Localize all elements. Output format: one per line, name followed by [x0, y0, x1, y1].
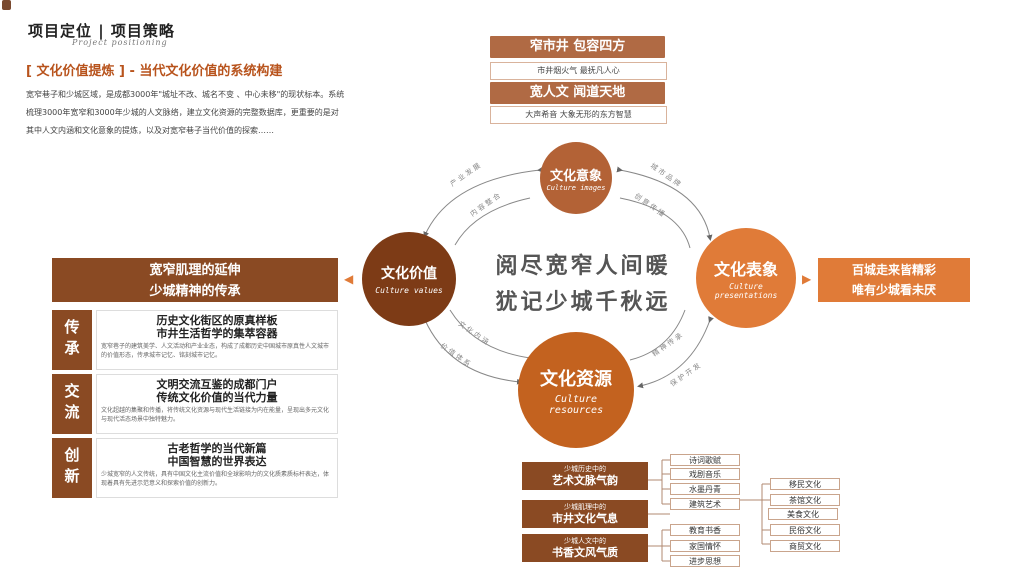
tree-branch-scholar-small: 少城人文中的 — [564, 537, 606, 545]
leaf-ink-painting: 水墨丹青 — [670, 483, 740, 495]
right-main-line2: 唯有少城看未厌 — [851, 283, 936, 297]
panel-innovation-h1: 古老哲学的当代新篇 — [167, 442, 267, 455]
panel-innovation: 古老哲学的当代新篇 中国智慧的世界表达 少城宽窄的人文传统，具有中国文化主流价值… — [96, 438, 338, 498]
arrow-right-icon: ▶ — [802, 272, 812, 286]
circle-values-en: Culture values — [375, 286, 443, 295]
tree-branch-art-small: 少城历史中的 — [564, 465, 606, 473]
leaf-poetry: 诗词歌赋 — [670, 454, 740, 466]
tree-branch-market-big: 市井文化气息 — [552, 512, 618, 525]
leaf-architecture: 建筑艺术 — [670, 498, 740, 510]
left-main-line1: 宽窄肌理的延伸 — [149, 263, 241, 278]
panel-tag-inherit: 传承 — [52, 310, 92, 370]
panel-inherit-h1: 历史文化街区的原真样板 — [156, 314, 278, 327]
panel-innovation-text: 少城宽窄的人文传统，具有中国文化主流价值和全球影响力的文化质素质标杆表达，体现着… — [101, 471, 330, 487]
corner-logo-icon — [2, 0, 11, 10]
leaf-teahouse-culture: 茶馆文化 — [770, 494, 840, 506]
center-slogan-line2: 犹记少城千秋远 — [495, 289, 671, 315]
center-slogan-line1: 阅尽宽窄人间暖 — [495, 253, 671, 279]
intro-paragraph: 宽窄巷子和少城区域，是成都3000年"城址不改、城名不变 、中心未移"的现状标本… — [26, 90, 345, 135]
panel-inherit-text: 宽窄巷子的建筑美学、人文活动和产业业态，构成了成都历史中国城市原真性人文城市的价… — [101, 343, 330, 359]
tree-branch-art-big: 艺术文脉气韵 — [552, 474, 618, 487]
panel-exchange-text: 文化超越的集聚和传播，将传统文化资源与现代生活链接为内在能量，呈现出多元文化与现… — [101, 407, 330, 423]
tree-branch-market: 少城肌理中的 市井文化气息 — [522, 500, 648, 528]
panel-innovation-h2: 中国智慧的世界表达 — [167, 455, 267, 468]
left-main-line2: 少城精神的传承 — [149, 284, 241, 299]
circle-imagery-title: 文化意象 — [549, 168, 602, 184]
leaf-patriotism: 家国情怀 — [670, 540, 740, 552]
panel-exchange: 文明交流互鉴的成都门户 传统文化价值的当代力量 文化超越的集聚和传播，将传统文化… — [96, 374, 338, 434]
tree-branch-scholar: 少城人文中的 书香文风气质 — [522, 534, 648, 562]
connector-arcs — [421, 166, 714, 389]
top-box-1-caption: 市井烟火气 最抚凡人心 — [490, 62, 667, 80]
circle-values-title: 文化价值 — [381, 266, 437, 282]
leaf-opera: 戏剧音乐 — [670, 468, 740, 480]
leaf-food-culture: 美食文化 — [768, 508, 838, 520]
panel-exchange-h2: 传统文化价值的当代力量 — [156, 391, 278, 404]
tree-connectors — [648, 459, 770, 562]
top-box-1-title: 窄市井 包容四方 — [490, 36, 665, 58]
leaf-progressive-thought: 进步思想 — [670, 555, 740, 567]
left-main-box: 宽窄肌理的延伸 少城精神的传承 — [52, 258, 338, 302]
leaf-folk-culture: 民俗文化 — [770, 524, 840, 536]
section-title: [ 文化价值提炼 ] - 当代文化价值的系统构建 — [26, 64, 283, 79]
panel-inherit: 历史文化街区的原真样板 市井生活哲学的集萃容器 宽窄巷子的建筑美学、人文活动和产… — [96, 310, 338, 370]
circle-culture-resources: 文化资源 Culture resources — [518, 332, 634, 448]
leaf-immigrant-culture: 移民文化 — [770, 478, 840, 490]
panel-tag-exchange: 交流 — [52, 374, 92, 434]
top-box-2-title: 宽人文 闻道天地 — [490, 82, 665, 104]
circle-presentations-en: Culture presentations — [714, 282, 778, 300]
circle-culture-values: 文化价值 Culture values — [362, 232, 456, 326]
panel-inherit-h2: 市井生活哲学的集萃容器 — [156, 327, 278, 340]
circle-presentations-title: 文化表象 — [713, 260, 778, 279]
center-slogan: 阅尽宽窄人间暖 犹记少城千秋远 — [478, 248, 688, 320]
circle-imagery-en: Culture images — [546, 183, 606, 192]
circle-resources-title: 文化资源 — [540, 368, 612, 390]
leaf-trade-culture: 商贸文化 — [770, 540, 840, 552]
right-main-line1: 百城走来皆精彩 — [851, 263, 936, 277]
tree-branch-market-small: 少城肌理中的 — [564, 503, 606, 511]
panel-tag-innovation: 创新 — [52, 438, 92, 498]
circle-resources-en: Culture resources — [548, 393, 604, 416]
panel-exchange-h1: 文明交流互鉴的成都门户 — [156, 378, 278, 391]
page-subtitle: Project positioning — [72, 38, 168, 47]
arrow-left-icon: ◀ — [344, 272, 354, 286]
right-main-box: 百城走来皆精彩 唯有少城看未厌 — [818, 258, 970, 302]
leaf-education: 教育书香 — [670, 524, 740, 536]
top-box-2-caption: 大声希音 大象无形的东方智慧 — [490, 106, 667, 124]
page-title: 项目定位 | 项目策略 — [28, 22, 175, 40]
circle-culture-imagery: 文化意象 Culture images — [540, 142, 612, 214]
tree-branch-art: 少城历史中的 艺术文脉气韵 — [522, 462, 648, 490]
tree-branch-scholar-big: 书香文风气质 — [552, 546, 618, 559]
circle-culture-presentations: 文化表象 Culture presentations — [696, 228, 796, 328]
